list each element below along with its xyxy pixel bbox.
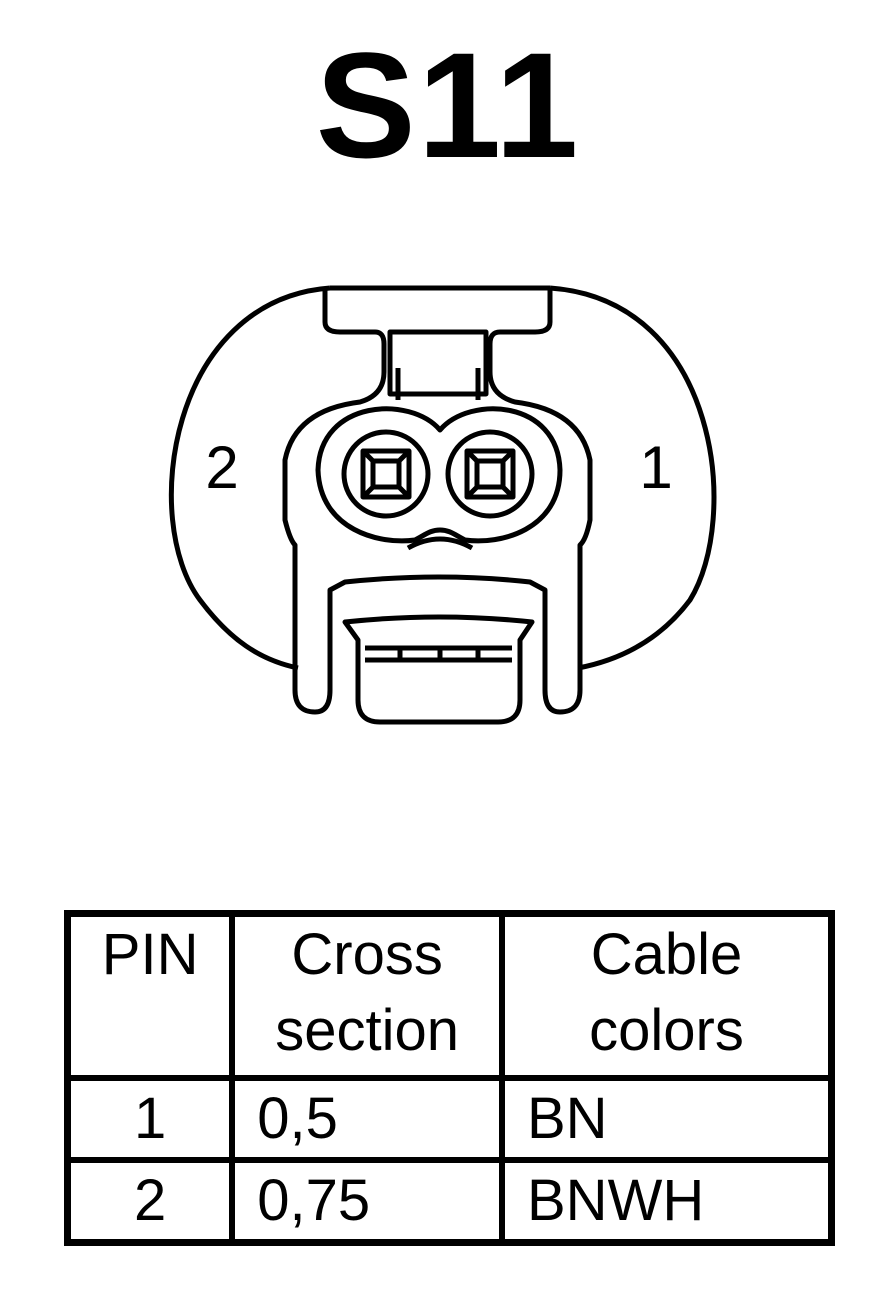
table-header-row: PIN Cross section Cable colors [64,910,835,1081]
header-cross-section: Cross section [229,910,505,1081]
header-cable-colors: Cable colors [499,910,835,1081]
row-2-cable-color: BNWH [499,1157,835,1246]
connector-title: S11 [315,21,581,189]
table-row: 1 0,5 BN [64,1075,835,1163]
pin-2-socket [341,429,431,519]
row-2-pin: 2 [64,1157,236,1246]
bottom-key [342,614,535,725]
header-color-line1: Cable [590,922,743,987]
row-1-pin: 1 [64,1075,236,1163]
pin-1-label: 1 [639,434,672,501]
pin-cavity [315,406,563,544]
table-row: 2 0,75 BNWH [64,1157,835,1246]
pin-2-label: 2 [205,434,238,501]
latch-tab [282,290,593,715]
connector-housing-outline [168,285,331,671]
header-cross-line2: section [275,998,459,1063]
header-cross-line1: Cross [291,922,443,987]
header-pin: PIN [64,910,236,1081]
pin-assignment-table: PIN Cross section Cable colors 1 0,5 BN … [64,910,835,1246]
connector-diagram: 2 1 [168,285,717,725]
pin-1-socket [445,429,535,519]
row-2-cross-section: 0,75 [229,1157,505,1246]
row-1-cross-section: 0,5 [229,1075,505,1163]
row-1-cable-color: BN [499,1075,835,1163]
header-color-line2: colors [589,998,744,1063]
header-pin-label: PIN [101,922,199,987]
